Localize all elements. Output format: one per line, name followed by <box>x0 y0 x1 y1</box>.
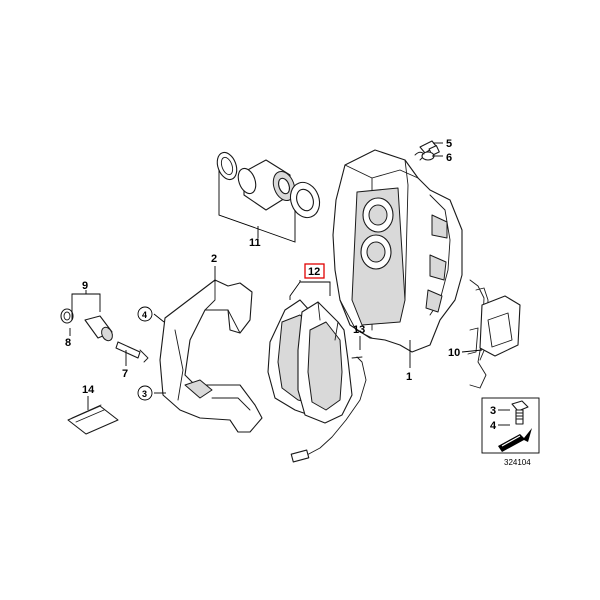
callout-1: 1 <box>406 371 412 383</box>
callout-9: 9 <box>82 280 88 292</box>
callout-8: 8 <box>65 337 71 349</box>
callout-11: 11 <box>249 237 261 249</box>
arrow-icon <box>498 428 532 452</box>
legend-callout-4: 4 <box>490 420 497 432</box>
callout-circle-3 <box>137 385 153 401</box>
piston-seal-ring[interactable] <box>214 150 240 182</box>
pad-wear-sensor[interactable] <box>290 356 367 463</box>
anti-rattle-spring[interactable] <box>467 279 521 389</box>
highlight-box <box>304 263 325 279</box>
callout-6: 6 <box>446 152 452 164</box>
assembly-grease-packet[interactable] <box>67 404 119 435</box>
callout-13: 13 <box>353 324 365 336</box>
callout-circle-4 <box>137 306 153 322</box>
bolt-legend-box: 3 4 <box>481 397 540 454</box>
guide-bolt[interactable] <box>115 341 149 363</box>
brake-pad-set[interactable] <box>267 299 353 424</box>
callout-4-circle: 4 <box>142 310 147 320</box>
callout-10: 10 <box>448 347 460 359</box>
piston[interactable] <box>235 159 298 211</box>
diagram-number: 324104 <box>504 458 531 467</box>
leader-lines <box>69 142 483 410</box>
legend-callout-3: 3 <box>490 405 496 417</box>
callout-14: 14 <box>82 384 95 396</box>
callout-7: 7 <box>122 368 128 380</box>
dust-cap[interactable] <box>414 151 435 161</box>
callout-3-circle: 3 <box>142 389 147 399</box>
bolt-icon <box>511 400 529 425</box>
guide-bolt-sleeve[interactable] <box>84 315 114 342</box>
guide-bolt-cap[interactable] <box>60 308 74 324</box>
callout-5: 5 <box>446 138 452 150</box>
caliper-housing[interactable] <box>332 149 463 353</box>
callout-12: 12 <box>308 266 320 278</box>
caliper-carrier-bracket[interactable] <box>159 279 263 433</box>
callout-2: 2 <box>211 253 217 265</box>
dust-boot[interactable] <box>286 178 325 221</box>
